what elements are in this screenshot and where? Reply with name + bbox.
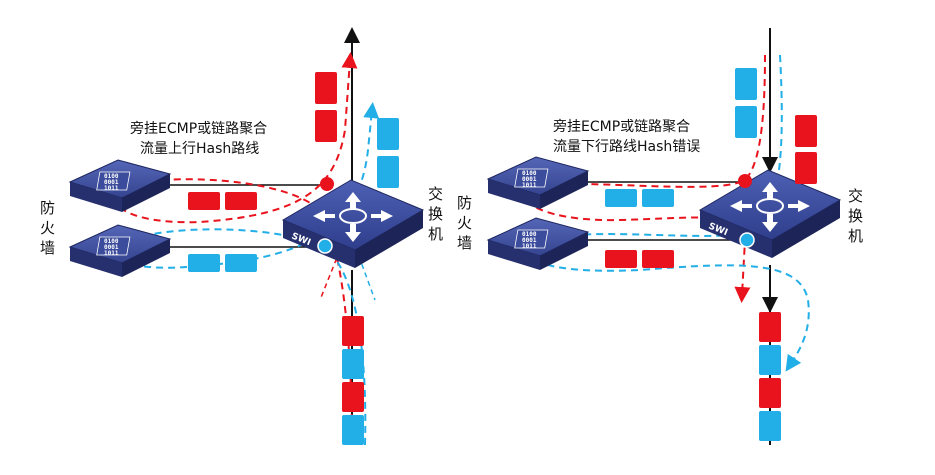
- packet-blue: [735, 106, 757, 138]
- right-firewall-label-2: 墙: [457, 234, 472, 252]
- packet-blue: [605, 189, 637, 207]
- packet-blue: [188, 254, 220, 272]
- red-port-dot: [738, 174, 752, 188]
- switch-arrows-icon: [313, 192, 393, 242]
- packet-blue: [342, 415, 364, 445]
- right-caption-line1: 旁挂ECMP或链路聚合: [553, 118, 690, 135]
- packet-red: [759, 378, 781, 408]
- right-firewall-label-1: 火: [457, 214, 472, 232]
- firewall-chip-icon: [514, 168, 549, 188]
- packet-red: [315, 110, 337, 142]
- rfw2-bits-1: 0001: [522, 237, 537, 244]
- packet-red: [795, 115, 817, 147]
- right-switch-label-1: 换: [848, 207, 863, 225]
- rfw1-bits-1: 0001: [522, 176, 537, 183]
- red-port-dot: [320, 177, 334, 191]
- firewall-1: 0100 0001 1011: [486, 156, 590, 209]
- packet-red: [795, 152, 817, 184]
- left-caption-line1: 旁挂ECMP或链路聚合: [130, 120, 267, 137]
- packet-red: [315, 72, 337, 104]
- switch-arrows-icon: [730, 182, 810, 232]
- switch-center-ring-icon: [756, 198, 784, 214]
- packet-blue: [735, 68, 757, 100]
- blue-flow-path: [116, 102, 380, 446]
- packet-blue: [377, 156, 399, 188]
- switch: SWI: [281, 179, 425, 268]
- firewall-1: 0100 0001 1011: [68, 159, 172, 212]
- fw2-bits-2: 1011: [104, 250, 119, 257]
- packet-blue: [759, 411, 781, 441]
- right-switch-label-0: 交: [848, 187, 863, 205]
- packet-blue: [225, 254, 257, 272]
- rfw1-bits-0: 0100: [522, 170, 537, 177]
- firewall-2: 0100 0001 1011: [68, 224, 172, 277]
- rfw2-bits-0: 0100: [522, 231, 537, 238]
- rfw1-bits-2: 1011: [522, 182, 537, 189]
- rfw2-bits-2: 1011: [522, 243, 537, 250]
- fw1-bits-0: 0100: [104, 173, 119, 180]
- blue-port-dot: [739, 232, 755, 248]
- left-caption-line2: 流量上行Hash路线: [140, 141, 259, 157]
- packet-red: [188, 192, 220, 210]
- fw2-bits-0: 0100: [104, 238, 119, 245]
- fw2-bits-1: 0001: [104, 244, 119, 251]
- packet-red: [342, 382, 364, 412]
- packet-red: [642, 250, 674, 268]
- right-firewall-label-0: 防: [457, 194, 472, 212]
- packet-blue: [759, 345, 781, 375]
- fw1-bits-1: 0001: [104, 179, 119, 186]
- right-switch-label-2: 机: [848, 227, 863, 245]
- firewall-chip-icon: [96, 171, 131, 191]
- right-panel: 0100 0001 1011 0100 0001 1011: [457, 28, 863, 445]
- packet-red: [225, 192, 257, 210]
- firewall-chip-icon: [514, 229, 549, 249]
- packet-red: [605, 250, 637, 268]
- switch: SWI: [698, 169, 842, 258]
- blue-hash-line: [339, 204, 376, 301]
- left-switch-label-0: 交: [428, 185, 443, 203]
- red-flow-path: [523, 54, 766, 303]
- left-panel: 0100 0001 1011 0100 0001 1011: [40, 27, 443, 446]
- left-switch-label-1: 换: [428, 205, 443, 223]
- firewall-2: 0100 0001 1011: [486, 217, 590, 270]
- switch-center-ring-icon: [339, 208, 367, 224]
- left-firewall-label-2: 墙: [40, 239, 55, 257]
- packet-blue: [342, 349, 364, 379]
- left-switch-label-2: 机: [428, 225, 443, 243]
- right-caption-line2: 流量下行路线Hash错误: [553, 139, 700, 155]
- left-firewall-label-0: 防: [40, 199, 55, 217]
- packet-red: [759, 312, 781, 342]
- blue-port-dot: [317, 238, 333, 254]
- fw1-bits-2: 1011: [104, 185, 119, 192]
- packet-red: [342, 316, 364, 346]
- firewall-chip-icon: [96, 236, 131, 256]
- packet-blue: [377, 118, 399, 150]
- packet-blue: [642, 189, 674, 207]
- left-firewall-label-1: 火: [40, 219, 55, 237]
